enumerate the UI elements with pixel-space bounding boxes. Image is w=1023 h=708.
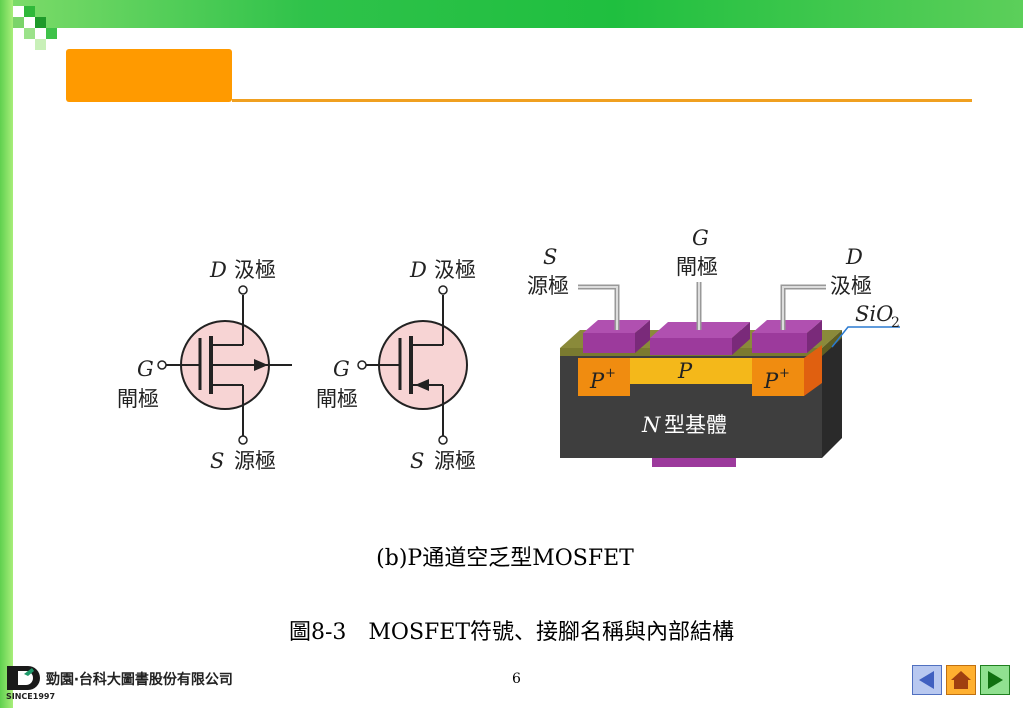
struct-substrate-n: N <box>641 413 661 437</box>
struct-source-letter: S <box>543 245 557 269</box>
sym2-gate-label: 閘極 <box>316 387 358 411</box>
left-decor-bar <box>0 0 13 708</box>
sym1-gate-letter: G <box>137 357 154 381</box>
figure-caption: 圖8-3 MOSFET符號、接腳名稱與內部結構 <box>288 620 735 645</box>
home-button[interactable] <box>946 665 976 695</box>
struct-source-label: 源極 <box>527 274 569 298</box>
page-number: 6 <box>512 671 521 687</box>
prev-slide-button[interactable] <box>912 665 942 695</box>
sym1-gate-label: 閘極 <box>117 387 159 411</box>
publisher-since: SINCE1997 <box>6 692 56 701</box>
struct-gate-label: 閘極 <box>676 255 718 279</box>
publisher-name: 勁園‧台科大圖書股份有限公司 <box>46 672 233 688</box>
sym1-source-letter: S <box>210 449 224 473</box>
arrow-left-icon <box>912 665 942 695</box>
sym2-source-letter: S <box>410 449 424 473</box>
struct-drain-letter: D <box>845 245 863 269</box>
struct-p-right: P <box>763 369 779 393</box>
mosfet-symbol-right: D 汲極 G 閘極 S 源極 <box>316 258 476 473</box>
publisher-logo-icon <box>7 666 40 690</box>
next-slide-button[interactable] <box>980 665 1010 695</box>
struct-oxide-subscript: 2 <box>891 315 900 331</box>
title-underline <box>232 99 972 102</box>
sym2-gate-letter: G <box>333 357 350 381</box>
title-placeholder-box <box>66 49 232 102</box>
sym1-drain-label: 汲極 <box>234 258 276 282</box>
sym2-drain-label: 汲極 <box>434 258 476 282</box>
mosfet-symbol-left: D 汲極 G 閘極 S 源極 <box>117 258 292 473</box>
struct-p-right-sup: + <box>779 366 790 381</box>
top-decor-bar <box>0 0 1023 28</box>
struct-p-left-sup: + <box>605 366 616 381</box>
sym2-source-label: 源極 <box>434 449 476 473</box>
home-icon <box>946 665 976 695</box>
arrow-right-icon <box>980 665 1010 695</box>
sym2-drain-letter: D <box>409 258 427 282</box>
struct-channel: P <box>677 359 693 383</box>
struct-oxide-label: SiO <box>855 302 893 326</box>
struct-gate-letter: G <box>692 226 709 250</box>
sym1-drain-letter: D <box>209 258 227 282</box>
struct-p-left: P <box>589 369 605 393</box>
sym1-source-label: 源極 <box>234 449 276 473</box>
figure-subcaption: (b)P通道空乏型MOSFET <box>376 546 634 571</box>
struct-substrate-label: 型基體 <box>664 413 727 437</box>
struct-drain-label: 汲極 <box>830 274 872 298</box>
mosfet-structure: S 源極 G 閘極 D 汲極 SiO 2 P + P + P N 型基體 <box>527 226 900 467</box>
